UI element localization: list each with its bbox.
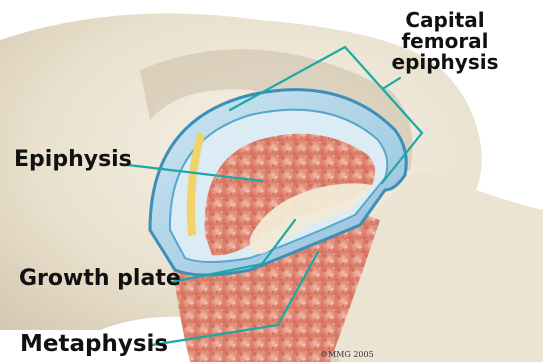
metaphysis-label: Metaphysis bbox=[20, 333, 168, 356]
copyright-text: ©MMG 2005 bbox=[320, 350, 374, 359]
capital-line1: Capital bbox=[385, 10, 505, 31]
capital-line2: femoral bbox=[385, 31, 505, 52]
growth-plate-label: Growth plate bbox=[19, 268, 181, 290]
capital-femoral-epiphysis-label: Capital femoral epiphysis bbox=[385, 10, 505, 73]
capital-line3: epiphysis bbox=[385, 52, 505, 73]
epiphysis-label: Epiphysis bbox=[14, 149, 132, 171]
